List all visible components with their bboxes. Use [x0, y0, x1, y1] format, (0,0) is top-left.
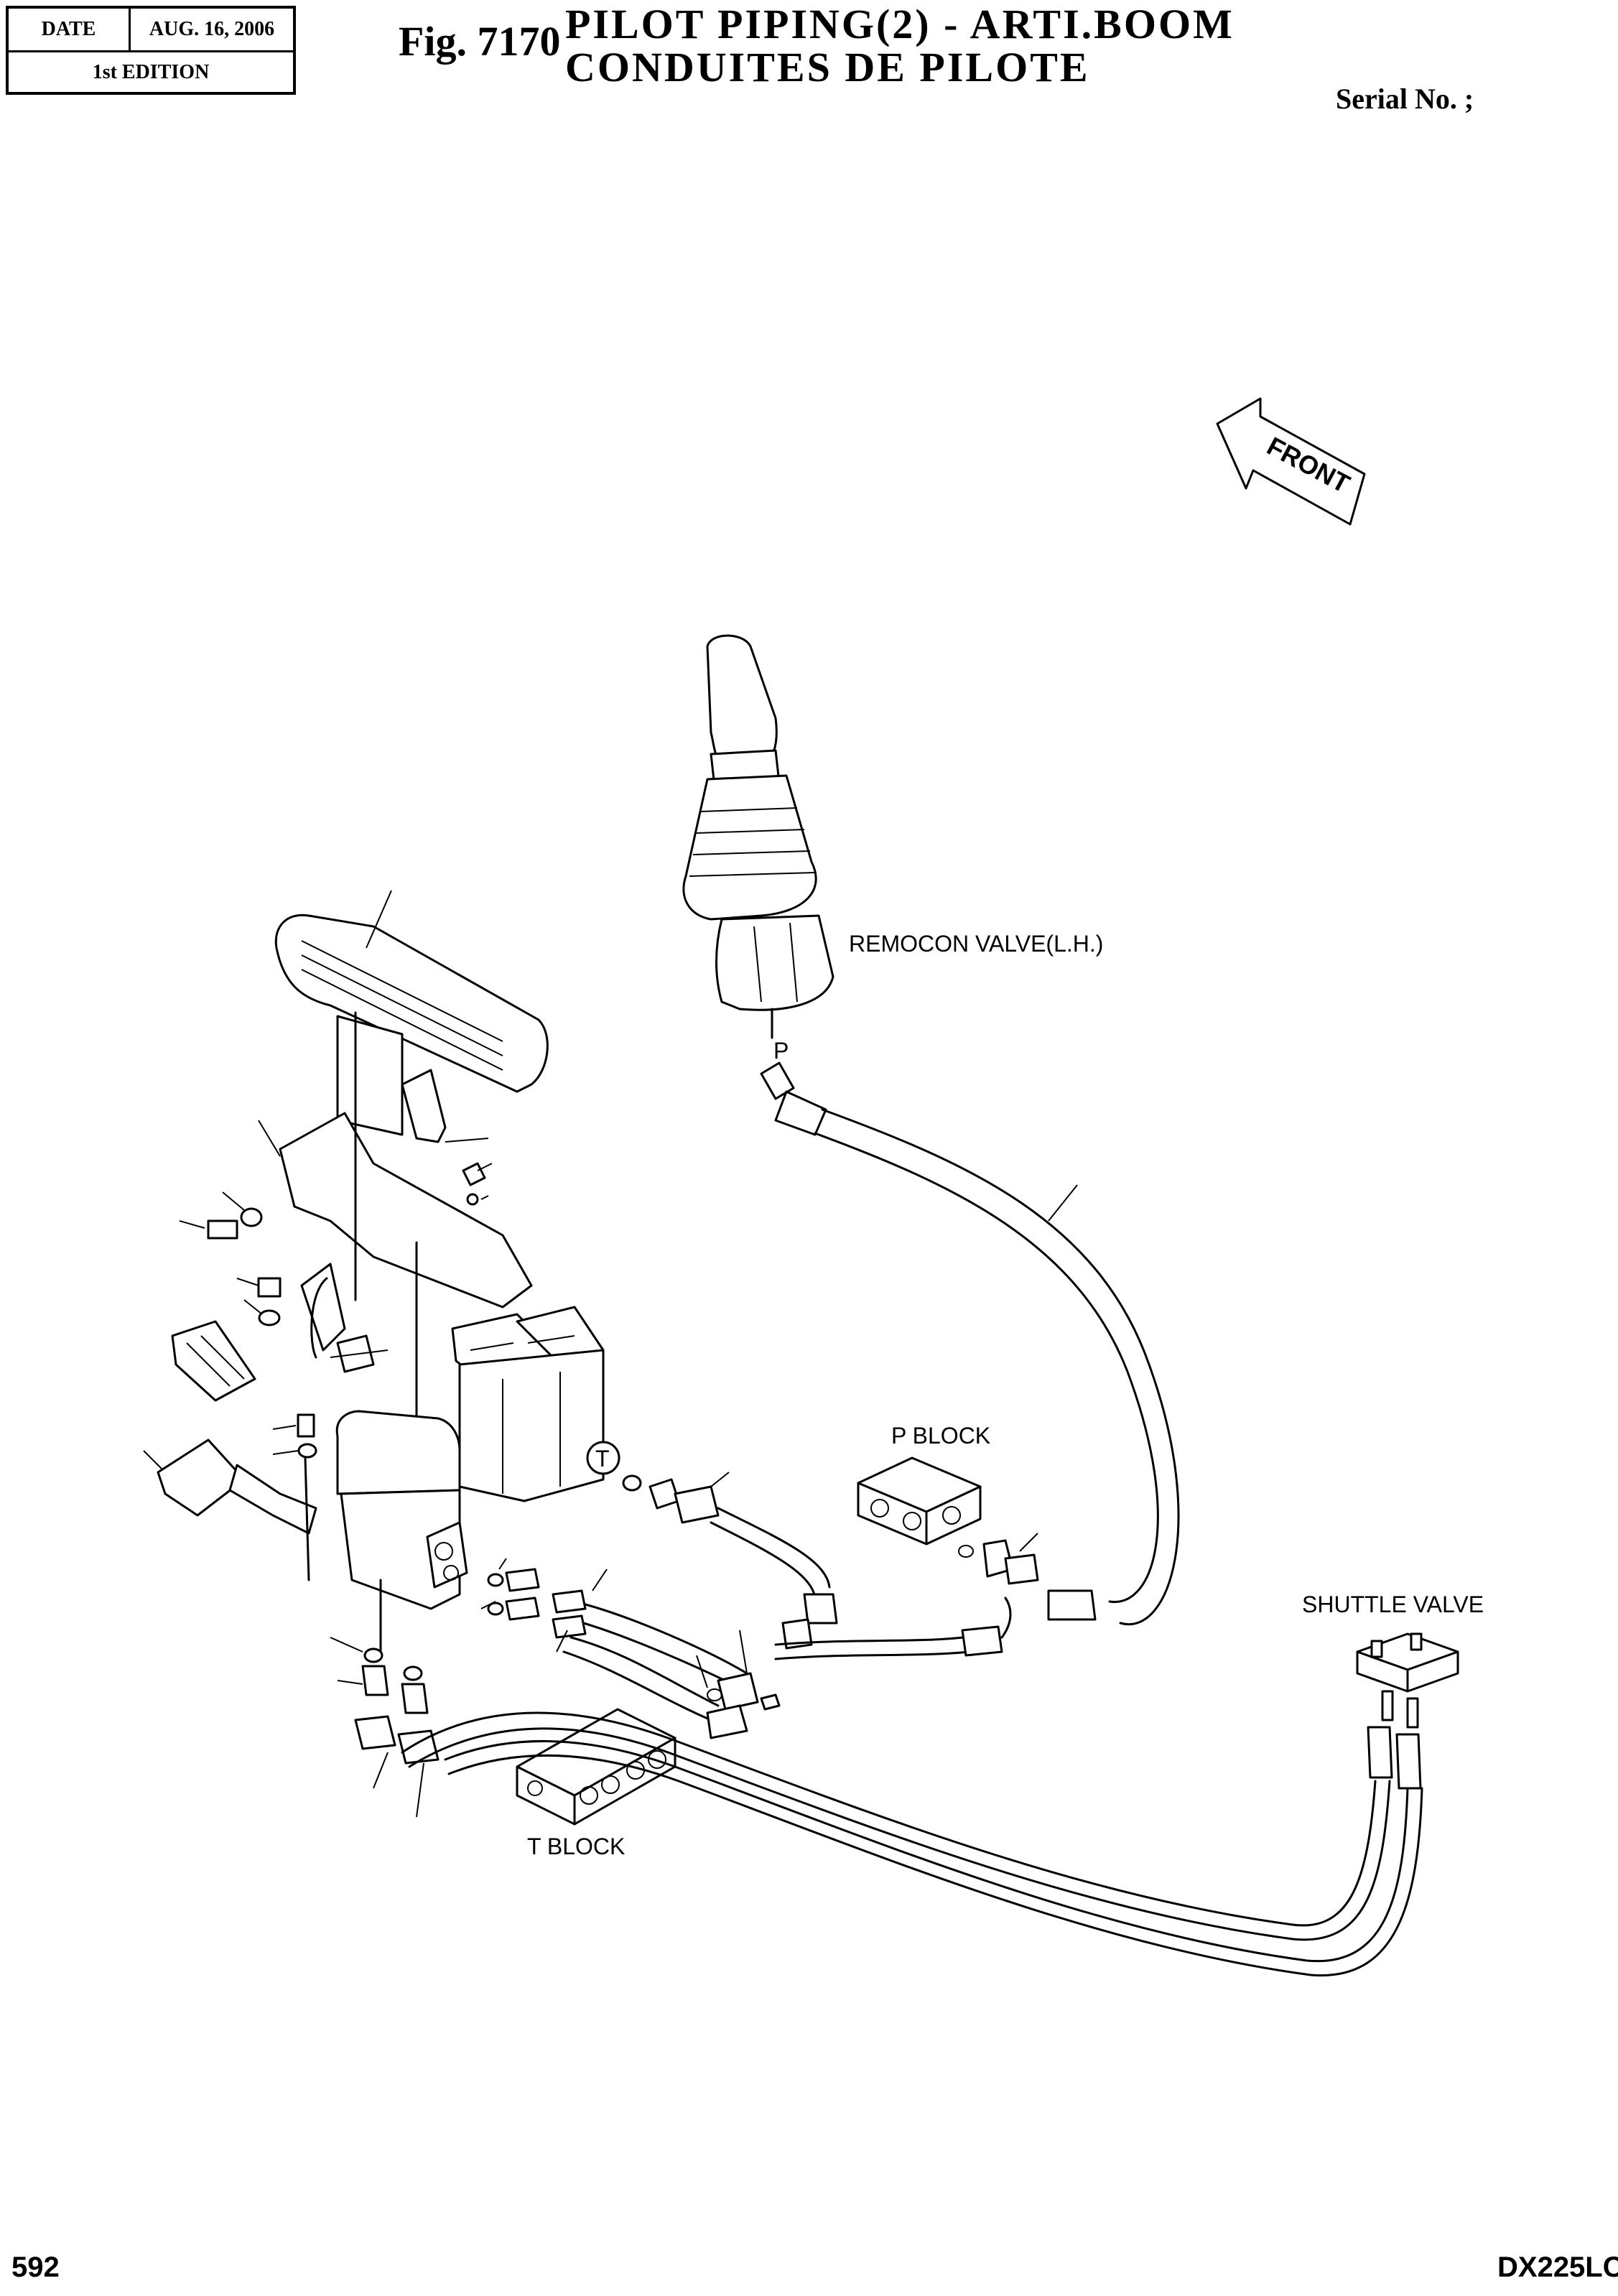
remocon-valve-label: REMOCON VALVE(L.H.) — [849, 931, 1104, 957]
t-block-label: T BLOCK — [527, 1833, 626, 1859]
remocon-valve-drawing — [682, 634, 834, 1039]
p-block-drawing — [857, 1456, 1039, 1585]
small-pedal-drawing — [143, 1320, 317, 1581]
port-t-label: T — [595, 1446, 610, 1472]
serial-number: Serial No. ; — [1336, 83, 1474, 115]
model-name: DX225LC — [1497, 2251, 1618, 2283]
t-port-fittings — [622, 1472, 730, 1524]
front-arrow-icon: FRONT — [1216, 397, 1366, 526]
figure-number: Fig. 7170 — [399, 18, 561, 65]
page-number: 592 — [11, 2251, 60, 2283]
p-block-label: P BLOCK — [891, 1423, 991, 1449]
port-p-label: P — [773, 1038, 789, 1064]
edition-label: 1st EDITION — [92, 60, 210, 83]
page-title-fr: CONDUITES DE PILOTE — [565, 44, 1090, 90]
bracket-plate — [401, 1069, 493, 1206]
travel-valve-pair — [451, 1306, 605, 1502]
shuttle-hoses — [401, 1711, 1423, 1977]
shuttle-valve-drawing — [1356, 1632, 1459, 1790]
pedal-valve-body — [335, 1410, 468, 1653]
date-row: DATE AUG. 16, 2006 — [9, 9, 293, 52]
bolt-washer-set-1 — [179, 1191, 263, 1240]
t-port-marker — [586, 1441, 620, 1475]
lower-fittings — [330, 1637, 440, 1818]
revision-box: DATE AUG. 16, 2006 1st EDITION — [6, 6, 296, 95]
shuttle-valve-label: SHUTTLE VALVE — [1302, 1591, 1484, 1617]
handle-bracket-drawing — [236, 1263, 389, 1373]
page-title-en: PILOT PIPING(2) - ARTI.BOOM — [565, 1, 1235, 47]
t-block-drawing — [516, 1708, 677, 1826]
pilot-hoses-center — [562, 1507, 1012, 1739]
date-label: DATE — [9, 9, 131, 50]
date-value: AUG. 16, 2006 — [149, 18, 275, 40]
pedal-valve-fittings — [480, 1558, 608, 1653]
remocon-hose — [760, 1061, 1180, 1626]
boom-pedal-drawing — [258, 890, 549, 1452]
